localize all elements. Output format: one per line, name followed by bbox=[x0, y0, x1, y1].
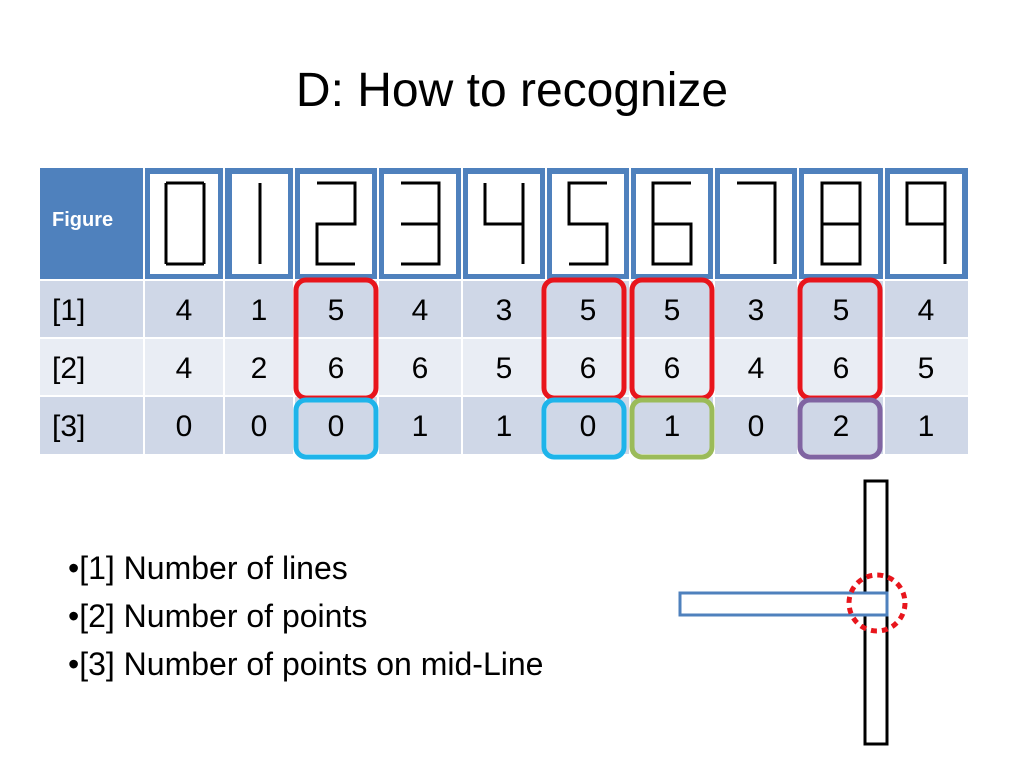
table-cell: 5 bbox=[918, 352, 935, 385]
table-cell: 3 bbox=[496, 294, 513, 327]
table-cell: 5 bbox=[496, 352, 513, 385]
highlight-box-blue bbox=[541, 397, 627, 460]
row-3-label: [3] bbox=[52, 410, 85, 443]
digit-image-6 bbox=[636, 174, 708, 274]
table-cell: 0 bbox=[328, 410, 345, 443]
table-cell: 6 bbox=[328, 352, 345, 385]
bullet-list: [1] Number of lines [2] Number of points… bbox=[68, 544, 543, 688]
table-cell: 2 bbox=[251, 352, 268, 385]
table-cell: 3 bbox=[748, 294, 765, 327]
table-cell: 6 bbox=[833, 352, 850, 385]
intersection-marker-circle bbox=[846, 572, 908, 634]
digit-image-5 bbox=[552, 174, 624, 274]
row-1-background bbox=[40, 280, 968, 338]
table-cell: 5 bbox=[328, 294, 345, 327]
bullet-item-midline-points: [3] Number of points on mid-Line bbox=[68, 640, 543, 688]
table-cell: 2 bbox=[833, 410, 850, 443]
table-cell: 6 bbox=[664, 352, 681, 385]
horizontal-bar bbox=[678, 591, 889, 617]
digit-image-1 bbox=[232, 174, 288, 274]
digit-image-2 bbox=[300, 174, 372, 274]
digit-image-7 bbox=[720, 174, 792, 274]
table-cell: 0 bbox=[176, 410, 193, 443]
table-cell: 4 bbox=[748, 352, 765, 385]
row-3-background bbox=[40, 396, 968, 454]
table-cell: 0 bbox=[251, 410, 268, 443]
digit-image-4 bbox=[468, 174, 540, 274]
table-cell: 1 bbox=[412, 410, 429, 443]
highlight-box-blue bbox=[293, 397, 379, 460]
row-2-label: [2] bbox=[52, 352, 85, 385]
digit-image-9 bbox=[890, 174, 962, 274]
table-cell: 6 bbox=[580, 352, 597, 385]
slide-title: D: How to recognize bbox=[295, 64, 729, 117]
table-cell: 1 bbox=[496, 410, 513, 443]
row-2-background bbox=[40, 338, 968, 396]
table-cell: 4 bbox=[176, 352, 193, 385]
row-1-label: [1] bbox=[52, 294, 85, 327]
midline-intersection-diagram bbox=[678, 479, 908, 746]
table-cell: 4 bbox=[412, 294, 429, 327]
bullet-item-points: [2] Number of points bbox=[68, 592, 543, 640]
table-cell: 4 bbox=[918, 294, 935, 327]
digit-image-0 bbox=[150, 174, 218, 274]
table-cell: 5 bbox=[664, 294, 681, 327]
table-cell: 4 bbox=[176, 294, 193, 327]
digit-image-3 bbox=[384, 174, 456, 274]
bullet-item-lines: [1] Number of lines bbox=[68, 544, 543, 592]
digit-image-8 bbox=[804, 174, 878, 274]
table-cell: 5 bbox=[833, 294, 850, 327]
highlight-box-green bbox=[629, 397, 715, 460]
table-cell: 0 bbox=[580, 410, 597, 443]
table-cell: 1 bbox=[918, 410, 935, 443]
table-cell: 5 bbox=[580, 294, 597, 327]
highlight-box-purple bbox=[797, 397, 883, 460]
table-cell: 1 bbox=[251, 294, 268, 327]
table-cell: 0 bbox=[748, 410, 765, 443]
figure-header-label: Figure bbox=[52, 209, 113, 231]
table-cell: 1 bbox=[664, 410, 681, 443]
table-cell: 6 bbox=[412, 352, 429, 385]
